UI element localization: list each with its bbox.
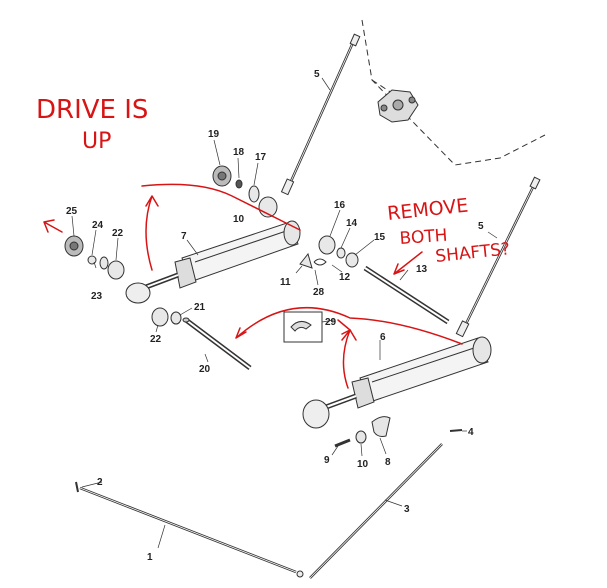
label-15: 15: [374, 232, 386, 243]
cylinder-7: [125, 220, 301, 304]
label-20: 20: [199, 364, 211, 375]
red-annotations: [43, 183, 463, 389]
note-drive-is: DRIVE IS: [36, 95, 148, 125]
label-10-lower: 10: [357, 459, 369, 470]
shaft-20: [182, 317, 252, 370]
label-7: 7: [181, 231, 187, 242]
bushing-parts-top: [212, 165, 359, 269]
bracket-8: [334, 416, 391, 448]
rod-5-lower: [455, 176, 541, 338]
engine-mount-part: [377, 89, 419, 123]
label-28: 28: [313, 287, 325, 298]
label-16: 16: [334, 200, 346, 211]
label-21: 21: [194, 302, 206, 313]
label-2: 2: [97, 477, 103, 488]
rod-1: [79, 486, 304, 578]
fitting-4: [449, 429, 463, 432]
annotation-stroke-top: [141, 183, 301, 231]
label-3: 3: [404, 504, 410, 515]
label-25: 25: [66, 206, 78, 217]
label-24: 24: [92, 220, 104, 231]
bracket-29: [283, 311, 323, 343]
label-11: 11: [280, 277, 291, 288]
arrow-up-icon: [145, 195, 159, 271]
rod-3: [309, 443, 443, 579]
label-14: 14: [346, 218, 358, 229]
label-23: 23: [91, 291, 103, 302]
label-5-top: 5: [314, 69, 320, 80]
rod-5-upper: [280, 33, 361, 196]
note-remove: REMOVE: [386, 195, 469, 225]
cylinder-6: [302, 336, 492, 429]
label-5-right: 5: [478, 221, 484, 232]
label-22-upper: 22: [112, 228, 124, 239]
bushing-parts-left: [64, 235, 182, 327]
part-numbers: 5 5 25 24 22 7 19 18 17 10 16 14 15 13 2…: [66, 69, 484, 563]
label-8: 8: [385, 457, 391, 468]
annotation-tick: [337, 319, 352, 335]
label-19: 19: [208, 129, 220, 140]
label-12: 12: [339, 272, 351, 283]
shaft-13: [363, 265, 450, 325]
arrow-to-shaft-20-icon: [235, 307, 463, 345]
fitting-2: [75, 481, 79, 493]
label-4: 4: [468, 427, 474, 438]
note-up: UP: [82, 129, 111, 154]
label-13: 13: [416, 264, 428, 275]
label-1: 1: [147, 552, 153, 563]
label-29: 29: [325, 317, 337, 328]
leader-lines: [71, 77, 498, 549]
label-17: 17: [255, 152, 267, 163]
arrow-to-shaft-13-icon: [393, 251, 423, 275]
arrow-left-icon: [43, 219, 63, 233]
label-18: 18: [233, 147, 245, 158]
arrow-up-2-icon: [341, 329, 357, 389]
label-10-upper: 10: [233, 214, 245, 225]
label-9: 9: [324, 455, 330, 466]
label-6: 6: [380, 332, 386, 343]
label-22-lower: 22: [150, 334, 162, 345]
note-both: BOTH: [399, 226, 448, 249]
